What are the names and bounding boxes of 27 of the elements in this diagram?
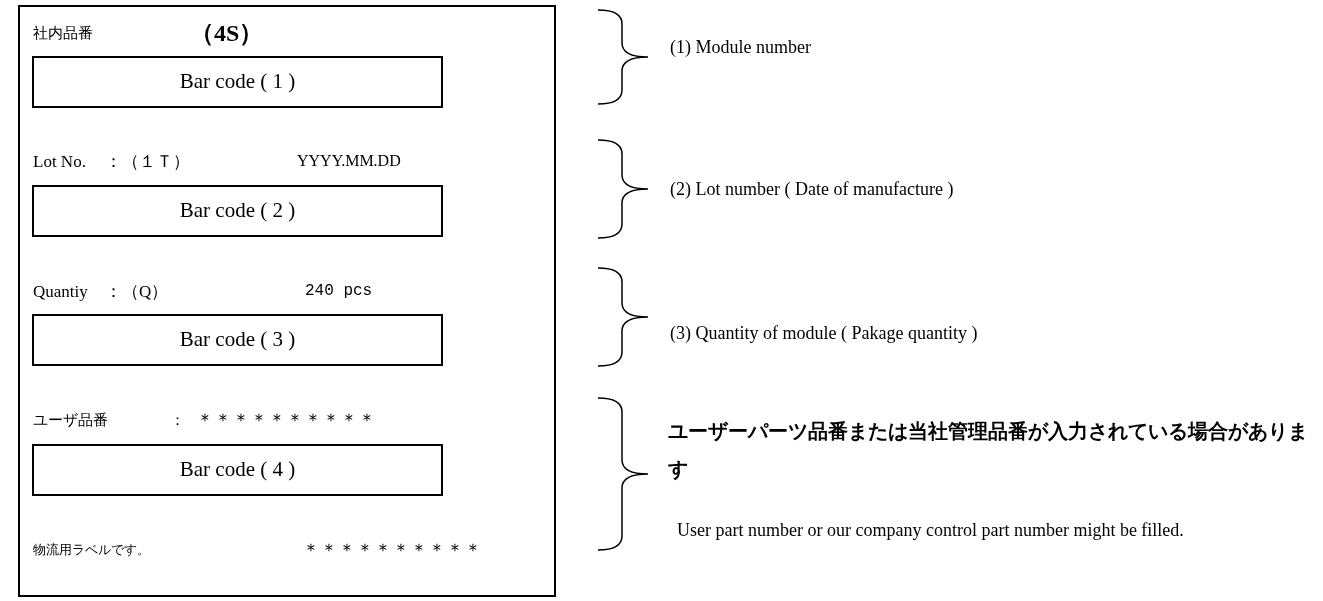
description-text: User part number or our company control part number might be filled.: [677, 519, 1185, 542]
description-text: (3) Quantity of module ( Pakage quantity ): [670, 322, 979, 345]
description-text: (2) Lot number ( Date of manufacture ): [670, 178, 955, 201]
description-text: (1) Module number: [670, 36, 812, 59]
label-text: ：: [170, 411, 185, 430]
barcode-label: Bar code ( 4 ): [179, 456, 296, 484]
label-text: ユーザ品番: [33, 411, 108, 430]
label-text: 社内品番: [33, 24, 93, 43]
barcode-box: [32, 56, 443, 108]
barcode-box: [32, 444, 443, 496]
description-text: ユーザーパーツ品番または当社管理品番が入力されている場合があります: [668, 418, 1309, 483]
label-text: ：（１Ｔ）: [105, 151, 190, 173]
label-text: ＊＊＊＊＊＊＊＊＊＊: [196, 409, 376, 432]
label-text: YYYY.MM.DD: [297, 151, 401, 171]
barcode-label: Bar code ( 1 ): [179, 68, 296, 96]
label-text: Quantiy: [33, 281, 88, 303]
barcode-box: [32, 185, 443, 237]
label-text: （4S）: [190, 19, 264, 48]
label-text: ：（Q）: [105, 281, 169, 303]
barcode-label: Bar code ( 3 ): [179, 326, 296, 354]
barcode-label: Bar code ( 2 ): [179, 197, 296, 225]
label-text: 物流用ラベルです。: [33, 541, 150, 559]
label-card: [18, 5, 556, 597]
barcode-box: [32, 314, 443, 366]
label-text: ＊＊＊＊＊＊＊＊＊＊: [302, 539, 482, 562]
label-text: Lot No.: [33, 151, 86, 173]
label-text: 240 pcs: [305, 281, 373, 302]
